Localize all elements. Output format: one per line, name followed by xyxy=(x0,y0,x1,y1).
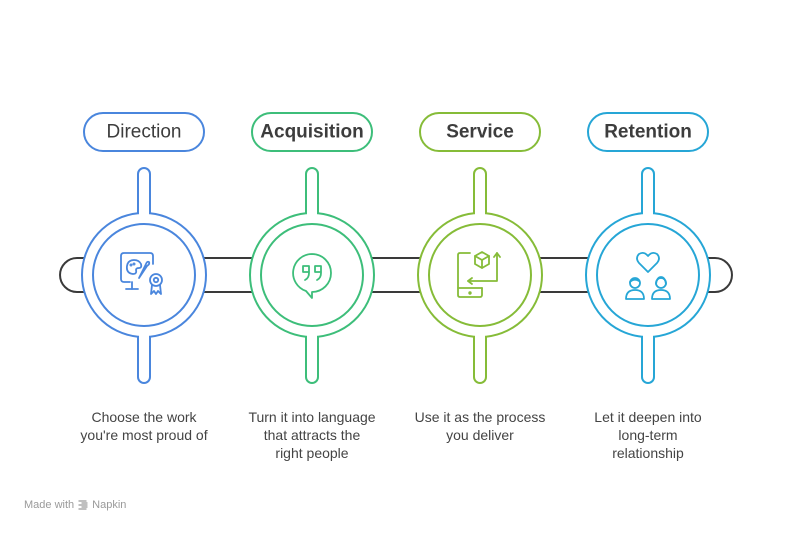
description-line: that attracts the xyxy=(263,427,361,443)
description-line: Turn it into language xyxy=(248,409,376,425)
couple-heart-icon xyxy=(625,251,671,300)
inner-ring-retention xyxy=(596,223,700,327)
pill-label-acquisition: Acquisition xyxy=(260,122,363,143)
monitor-art-award-icon xyxy=(120,252,163,295)
footer-attribution[interactable]: Made with Napkin xyxy=(24,499,126,511)
description-line: you're most proud of xyxy=(80,427,208,443)
napkin-logo-icon xyxy=(78,500,88,510)
pill-service[interactable] xyxy=(419,112,541,152)
quote-bubble-icon xyxy=(292,253,332,299)
pill-label-direction: Direction xyxy=(107,122,182,143)
stage-acquisition: Acquisition xyxy=(249,112,375,384)
description-direction: Choose the work you're most proud of xyxy=(59,408,229,444)
description-service: Use it as the process you deliver xyxy=(395,408,565,444)
stage-direction: Direction xyxy=(81,112,207,384)
pill-acquisition[interactable] xyxy=(251,112,373,152)
footer-brand: Napkin xyxy=(92,499,127,511)
description-line: Let it deepen into xyxy=(594,409,702,425)
description-line: right people xyxy=(275,445,349,461)
inner-ring-service xyxy=(428,223,532,327)
description-retention: Let it deepen into long-term relationshi… xyxy=(563,408,733,462)
node-acquisition[interactable] xyxy=(249,167,375,384)
description-line: long-term xyxy=(618,427,678,443)
pill-label-retention: Retention xyxy=(604,122,692,143)
inner-ring-acquisition xyxy=(260,223,364,327)
pill-direction[interactable] xyxy=(83,112,205,152)
inner-ring-direction xyxy=(92,223,196,327)
node-service[interactable] xyxy=(417,167,543,384)
description-line: you deliver xyxy=(446,427,514,443)
stage-retention: Retention xyxy=(585,112,711,384)
node-retention[interactable] xyxy=(585,167,711,384)
description-acquisition: Turn it into language that attracts the … xyxy=(227,408,397,462)
node-direction[interactable] xyxy=(81,167,207,384)
description-line: Choose the work xyxy=(91,409,197,425)
pill-label-service: Service xyxy=(446,122,514,143)
description-line: Use it as the process xyxy=(414,409,546,425)
stage-service: Service xyxy=(417,112,543,384)
connector-bar xyxy=(59,257,733,293)
description-line: relationship xyxy=(612,445,684,461)
pill-retention[interactable] xyxy=(587,112,709,152)
footer-made-with: Made with xyxy=(24,499,75,511)
mobile-package-delivery-icon xyxy=(457,251,501,298)
